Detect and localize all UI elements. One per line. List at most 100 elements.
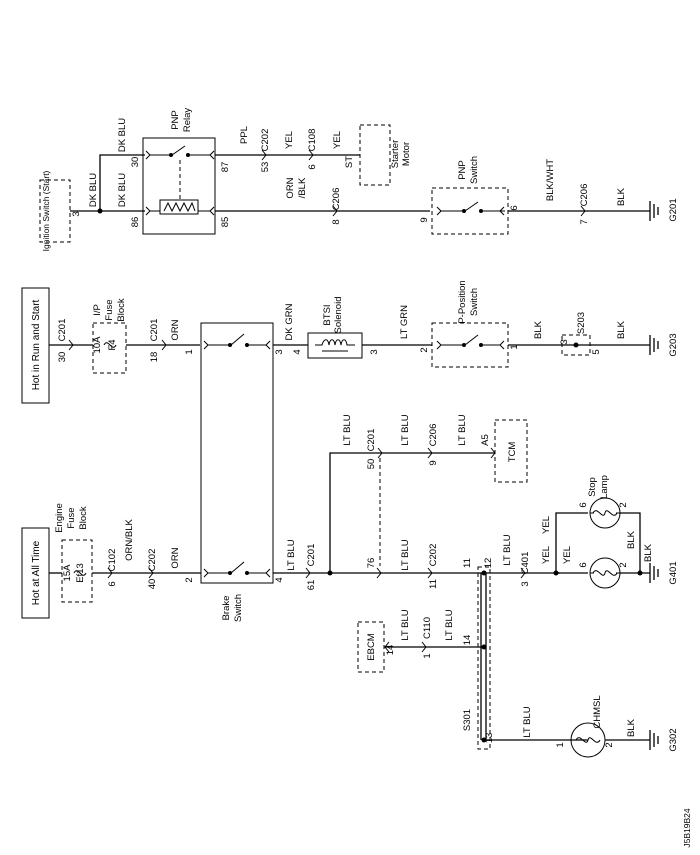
splice-dot [573,342,579,348]
fuse-amp-label: 15A [62,564,73,582]
connector-label: C110 [422,617,433,639]
pin-label: 14 [462,635,473,646]
wire-label: ORN/BLK [124,518,135,560]
brake-switch-box [200,322,274,584]
wire-label: YEL [562,546,573,564]
hot-all-time-label: Hot at All Time [31,540,42,605]
hot-run-start-label: Hot in Run and Start [31,299,42,390]
brake-switch-contact-upper [203,333,271,350]
wire-label: LT BLU [522,706,533,737]
pin-label: 40 [147,579,158,590]
pin-label: 1 [509,344,520,349]
stop-lamp-label: Stop [587,477,598,497]
pin-label: 3 [71,211,82,216]
splice-s203-box [561,334,591,356]
pin-label: 1 [422,653,433,658]
fuse-block-label: I/P [92,304,103,316]
connector-label: C102 [107,549,118,572]
wire-label: ORN [170,319,181,340]
ground-g302 [649,730,659,750]
connector-label: C201 [306,544,317,567]
wire-label: YEL [332,131,343,149]
svg-text:Ignition Switch (Start): Ignition Switch (Start) [41,170,51,251]
connector-label: C108 [307,129,318,152]
pin-label: 3 [520,581,531,586]
wire-label: YEL [541,546,552,564]
connector-label: C202 [260,129,271,152]
splice-dot [481,570,487,576]
pin-label: 6 [578,562,589,567]
wire-label: DK GRN [284,303,295,340]
pin-label: 2 [618,502,629,507]
pin-label: 87 [220,162,231,173]
fuse-amp-label: 10A [92,336,103,354]
splice-dot [327,570,333,576]
wire-yel-stop [555,512,588,573]
pin-label: 6 [509,205,520,210]
wire-label: ORN [170,547,181,568]
pin-label: 1 [184,349,195,354]
wire-dk-blu-30 [99,154,145,211]
wire-label: LT BLU [400,539,411,570]
connector-label: C201 [366,429,377,452]
pin-label: 61 [306,580,317,591]
connector-label: C206 [428,424,439,447]
pin-label: 53 [260,162,271,173]
btsi-label: Solenoid [333,297,344,334]
splice-label: S301 [462,709,473,731]
pin-label: ST [344,156,355,168]
pin-label: 2 [604,742,615,747]
ignition-switch-label: Ignition Switch (Start) [41,170,51,251]
ignition-switch-box [39,179,71,243]
wire-label: BLK [643,543,654,562]
pin-label: 30 [130,157,141,168]
splice-pack-s301 [477,566,491,750]
ground-label: G201 [668,198,679,221]
pin-label: A5 [480,434,491,446]
wire-label: BLK/WHT [545,159,556,201]
brake-switch-contact-lower [203,561,271,578]
pin-label: 30 [57,352,68,363]
fuse-block-label: Engine [54,503,65,533]
pin-label: 3 [559,339,570,344]
wire-label: LT BLU [400,414,411,445]
stop-lamp-lower-icon [589,557,621,589]
wire-label: LT GRN [399,305,410,339]
starter-motor-label: Motor [401,142,412,166]
wire-label: YEL [541,516,552,534]
pin-label: 2 [419,347,430,352]
pin-label: 4 [292,349,303,354]
connector-label: C202 [428,544,439,567]
pnp-relay-label: PNP [170,110,181,130]
pin-label: 86 [130,217,141,228]
ground-g203 [649,335,659,355]
pin-label: 2 [184,577,195,582]
p-position-label: P-Position [457,280,468,323]
pin-label: 5 [591,349,602,354]
pin-label: 11 [428,579,439,589]
pin-label: 85 [220,217,231,228]
pin-label: 11 [462,558,473,568]
ground-label: G401 [668,561,679,584]
wire-label: BLK [616,320,627,339]
pin-label: 6 [578,502,589,507]
wire-label: LT BLU [286,539,297,570]
fuse-icon [103,342,117,348]
wire-label: PPL [239,126,250,144]
pin-label: 8 [331,219,342,224]
tcm-label: TCM [507,442,518,463]
pin-label: 13 [484,733,495,744]
pin-label: 3 [369,349,380,354]
diagram-id: J5B19B24 [682,808,692,847]
fuse-name-label: F4 [107,339,118,350]
pin-label: 12 [483,558,494,569]
fuse-icon [73,570,87,576]
connector-label: C202 [147,549,158,572]
pin-label: 76 [366,558,377,569]
pin-label: 18 [149,352,160,363]
wire-label: ORN [285,177,296,198]
pin-label: 9 [428,460,439,465]
fuse-block-label: Fuse [66,507,77,528]
splice-label: S203 [576,312,587,334]
